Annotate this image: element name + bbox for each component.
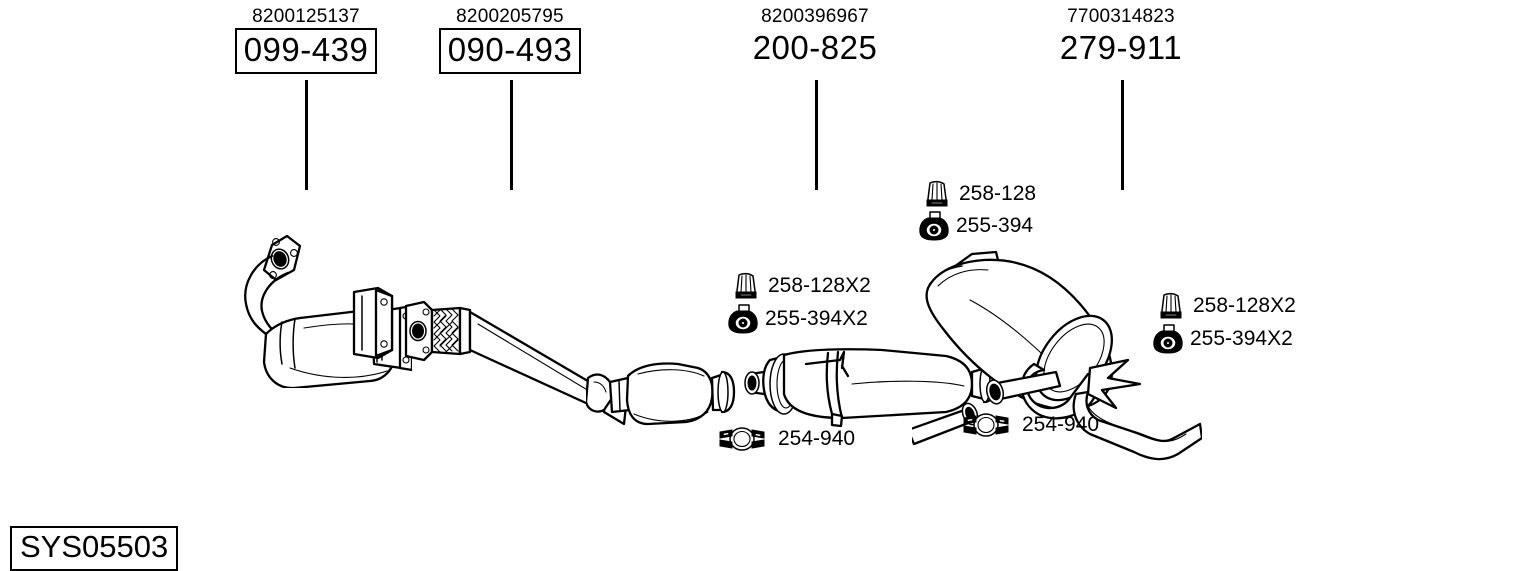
ref-code-099-439: 099-439 [234,28,378,74]
oem-code-090-493: 8200205795 [456,6,564,27]
ref-code-090-493: 090-493 [438,28,582,74]
oem-code-200-825: 8200396967 [761,6,869,27]
part-label-200-825[interactable]: 8200396967 200-825 [727,6,903,70]
part-label-099-439[interactable]: 8200125137 099-439 [218,6,394,74]
part-drawing-intermediate-pipe [986,370,1066,420]
callout-255-394-rear-top[interactable]: 255-394 [918,211,1033,241]
ref-code-200-825: 200-825 [752,29,878,66]
callout-label: 258-128X2 [1193,294,1296,317]
callout-254-940-rear[interactable]: 254-940 [962,412,1099,438]
oem-code-099-439: 8200125137 [252,6,360,27]
leader-line-200-825 [815,80,818,190]
callout-254-940-centre[interactable]: 254-940 [718,426,855,452]
callout-258-128-rear-top[interactable]: 258-128 [924,180,1036,208]
oem-code-279-911: 7700314823 [1067,6,1175,27]
leader-line-279-911 [1121,80,1124,190]
rubber-mount-icon [727,304,759,334]
callout-label: 255-394 [956,214,1034,237]
part-drawing-front-pipe-flex [398,296,628,431]
leader-line-099-439 [305,80,308,190]
rubber-mount-icon [918,211,950,241]
callout-255-394X2-rear-right[interactable]: 255-394X2 [1152,324,1293,354]
rubber-hanger-icon [1158,292,1184,320]
callout-258-128X2-rear-right[interactable]: 258-128X2 [1158,292,1296,320]
callout-255-394X2-centre[interactable]: 255-394X2 [727,304,868,334]
pipe-clamp-icon [718,426,766,452]
system-code-badge: SYS05503 [10,526,179,571]
part-drawing-centre-silencer [742,336,998,432]
part-label-090-493[interactable]: 8200205795 090-493 [422,6,598,74]
callout-label: 258-128 [959,182,1037,205]
part-drawing-catalytic-converter-rear [586,352,736,434]
rubber-hanger-icon [733,272,759,300]
pipe-clamp-icon [962,412,1010,438]
callout-label: 258-128X2 [768,274,871,297]
rubber-hanger-icon [924,180,950,208]
callout-258-128X2-centre[interactable]: 258-128X2 [733,272,871,300]
leader-line-090-493 [510,80,513,190]
part-label-279-911[interactable]: 7700314823 279-911 [1033,6,1209,70]
part-drawing-front-cat-outlet-flange [348,284,398,364]
callout-label: 254-940 [778,427,856,450]
ref-code-279-911: 279-911 [1059,29,1183,66]
callout-label: 254-940 [1022,413,1100,436]
callout-label: 255-394X2 [1190,327,1293,350]
callout-label: 255-394X2 [765,307,868,330]
rubber-mount-icon [1152,324,1184,354]
part-drawing-rear-silencer [912,248,1202,468]
